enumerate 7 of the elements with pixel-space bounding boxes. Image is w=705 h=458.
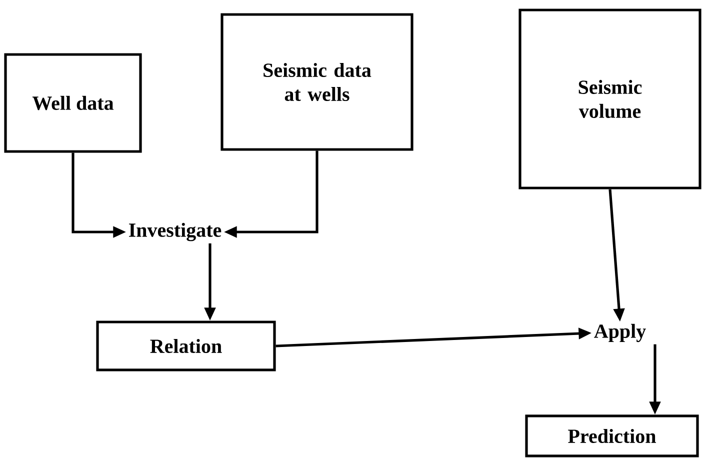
- process-box: Seismic volume: [518, 8, 702, 190]
- process-box: Seismic data at wells: [220, 13, 414, 151]
- process-box: Relation: [96, 320, 276, 372]
- process-box: Prediction: [525, 414, 699, 458]
- process-box: Well data: [4, 53, 142, 153]
- node-label: Apply: [594, 324, 646, 342]
- node-label: Investigate: [129, 222, 222, 242]
